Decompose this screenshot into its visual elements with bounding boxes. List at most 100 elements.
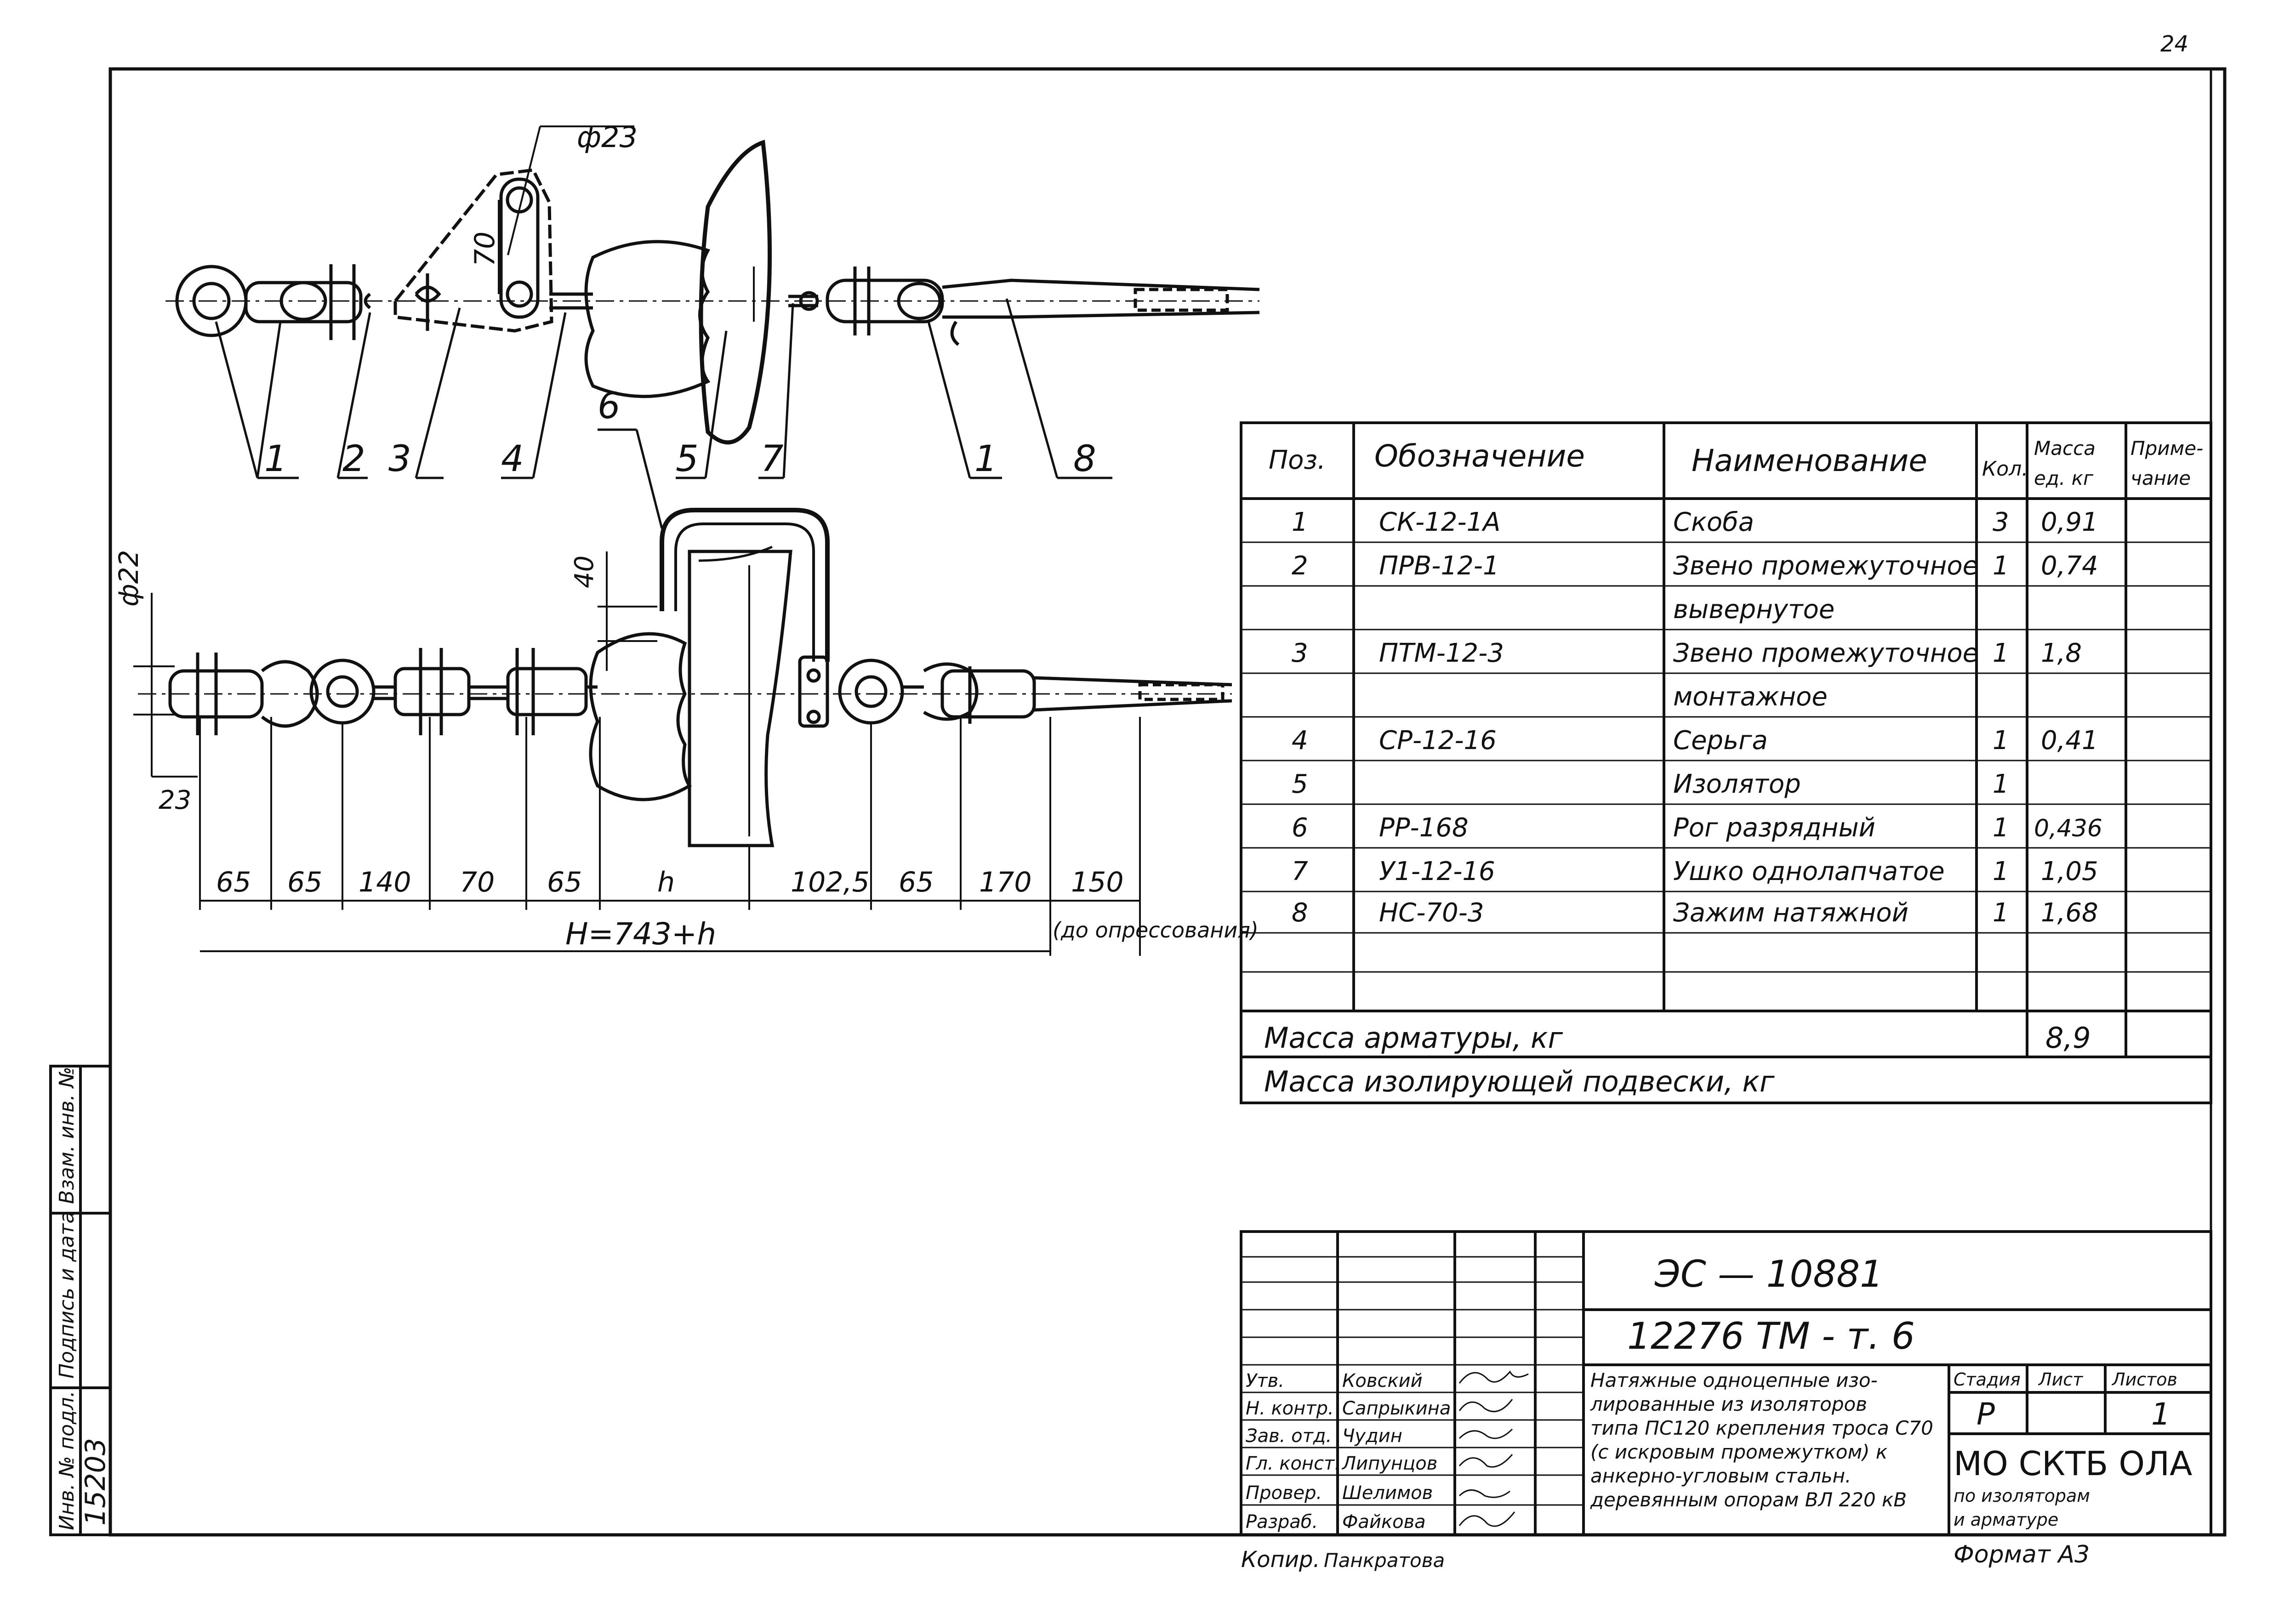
sheets-label: Листов — [2111, 1369, 2177, 1390]
dim-phi23: ф23 — [577, 120, 638, 154]
stage-label: Стадия — [1954, 1369, 2021, 1390]
dim-chain-9: 150 — [1071, 866, 1124, 898]
row2-designation: ПРВ-12-1 — [1379, 551, 1499, 581]
stage-value: Р — [1977, 1397, 1995, 1432]
insulator-body-top — [584, 240, 711, 398]
row7-qty: 1 — [1993, 857, 2009, 886]
hdr-note: Приме- — [2130, 437, 2203, 460]
row3b-name: монтажное — [1673, 682, 1828, 712]
row7-name: Ушко однолапчатое — [1673, 857, 1945, 886]
role-3: Гл. конст. — [1246, 1453, 1340, 1474]
hdr-note-2: чание — [2130, 467, 2191, 489]
corner-mark: 24 — [2160, 31, 2188, 57]
row5-name: Изолятор — [1673, 769, 1801, 799]
name-1: Сапрыкина — [1342, 1398, 1451, 1419]
row6-pos: 6 — [1292, 813, 1308, 843]
desc-line-1: лированные из изоляторов — [1590, 1393, 1867, 1415]
insulator-body-side — [589, 632, 692, 801]
arcing-horn — [660, 508, 830, 662]
row8-mass: 1,68 — [2041, 898, 2098, 928]
row3-name: Звено промежуточное — [1673, 638, 1978, 668]
desc-line-4: анкерно-угловым стальн. — [1590, 1465, 1851, 1487]
dim-23: 23 — [159, 785, 191, 815]
callout-7: 7 — [761, 438, 784, 480]
stamp-inv-vzam: Взам. инв. № — [55, 1067, 79, 1204]
row3-mass: 1,8 — [2041, 638, 2082, 668]
mass-suspension-label: Масса изолирующей подвески, кг — [1264, 1065, 1775, 1098]
insulator-cap-top — [699, 139, 772, 445]
callout-5: 5 — [676, 438, 699, 480]
dim-chain-1: 65 — [287, 866, 322, 898]
row2-mass: 0,74 — [2041, 551, 2098, 581]
dim-40: 40 — [570, 556, 599, 588]
org-sub-2: и арматуре — [1954, 1510, 2058, 1530]
stamp-inv-podl: Инв. № подл. — [55, 1391, 79, 1530]
dim-chain-4: 65 — [547, 866, 582, 898]
side-stamp: Взам. инв. № Подпись и дата Инв. № подл.… — [49, 1065, 112, 1536]
org-main: МО СКТБ ОЛА — [1954, 1444, 2192, 1483]
role-2: Зав. отд. — [1246, 1425, 1332, 1447]
sheet-frame — [108, 67, 2227, 1537]
title-block: ЭС — 10881 12276 ТМ - т. 6 Утв. Ковский … — [1240, 1230, 2212, 1536]
hdr-mass-unit: ед. кг — [2034, 467, 2094, 489]
org-sub-1: по изоляторам — [1954, 1486, 2090, 1506]
row4-pos: 4 — [1292, 726, 1308, 755]
name-3: Липунцов — [1341, 1453, 1437, 1474]
sheets-value: 1 — [2151, 1397, 2170, 1432]
row7-pos: 7 — [1292, 857, 1308, 886]
row2b-name: вывернутое — [1673, 595, 1834, 625]
name-4: Шелимов — [1342, 1482, 1433, 1504]
row4-designation: СР-12-16 — [1379, 726, 1497, 755]
title-description: Натяжные одноцепные изо- лированные из и… — [1590, 1369, 1933, 1511]
name-0: Ковский — [1342, 1370, 1423, 1391]
row1-name: Скоба — [1673, 507, 1754, 537]
name-2: Чудин — [1342, 1425, 1402, 1447]
row2-pos: 2 — [1292, 551, 1308, 581]
callout-1b: 1 — [974, 438, 997, 480]
row3-designation: ПТМ-12-3 — [1379, 638, 1504, 668]
name-5: Файкова — [1342, 1511, 1426, 1533]
desc-line-3: (с искровым промежутком) к — [1590, 1441, 1888, 1463]
role-1: Н. контр. — [1246, 1398, 1334, 1419]
row1-pos: 1 — [1292, 507, 1308, 537]
hdr-designation: Обозначение — [1374, 438, 1585, 474]
dim-chain-3: 70 — [460, 866, 495, 898]
dim-chain-8: 170 — [979, 866, 1032, 898]
role-4: Провер. — [1246, 1482, 1322, 1504]
callout-4: 4 — [501, 438, 524, 480]
mass-fittings-value: 8,9 — [2045, 1021, 2091, 1055]
row4-mass: 0,41 — [2041, 726, 2098, 755]
row4-name: Серьга — [1673, 726, 1768, 755]
dim-chain-6: 102,5 — [791, 866, 870, 898]
row1-qty: 3 — [1993, 507, 2009, 537]
spec-table: Поз. Обозначение Наименование Кол. Масса… — [1240, 421, 2212, 1104]
callout-8: 8 — [1073, 438, 1096, 480]
dim-chain-2: 140 — [359, 866, 411, 898]
stamp-sign-date: Подпись и дата — [55, 1211, 79, 1379]
copied-label: Копир. — [1241, 1547, 1320, 1573]
row7-designation: У1-12-16 — [1379, 857, 1495, 886]
row6-designation: РР-168 — [1379, 813, 1469, 843]
side-dims: ф22 23 40 6 65 65 140 70 65 h 102,5 65 1… — [113, 386, 1259, 956]
copied-name: Панкратова — [1324, 1549, 1445, 1572]
row1-mass: 0,91 — [2041, 507, 2098, 537]
hdr-qty: Кол. — [1982, 457, 2028, 481]
top-dims: ф23 70 1 2 3 4 5 7 1 8 — [215, 120, 1112, 480]
desc-line-0: Натяжные одноцепные изо- — [1590, 1369, 1878, 1391]
row7-mass: 1,05 — [2041, 857, 2098, 886]
role-0: Утв. — [1246, 1370, 1284, 1391]
insulator-cap-side — [688, 550, 792, 847]
row2-qty: 1 — [1993, 551, 2009, 581]
dim-chain-5: h — [657, 866, 675, 898]
dim-note: (до опрессования) — [1053, 918, 1259, 943]
dim-70: 70 — [469, 232, 501, 267]
row1-designation: СК-12-1А — [1379, 507, 1500, 537]
top-view — [165, 139, 1260, 445]
row8-designation: НС-70-3 — [1379, 898, 1484, 928]
desc-line-2: типа ПС120 крепления троса С70 — [1590, 1417, 1933, 1439]
link-plate — [393, 168, 553, 333]
dim-chain-7: 65 — [899, 866, 934, 898]
callout-6: 6 — [598, 386, 621, 427]
callout-2: 2 — [342, 438, 365, 480]
signatures — [1458, 1370, 1529, 1527]
